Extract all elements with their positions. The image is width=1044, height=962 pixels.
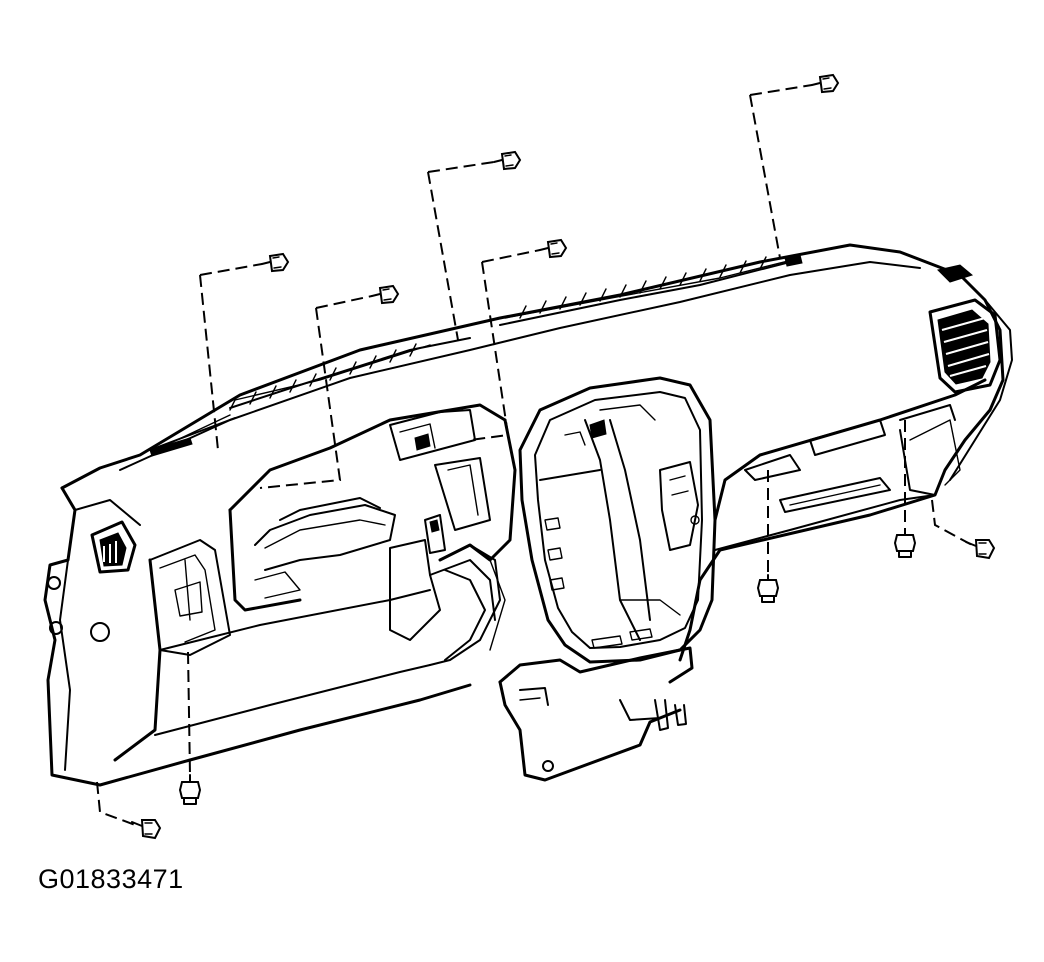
leader-lines <box>96 84 973 827</box>
bolt-center-vertical <box>756 574 780 603</box>
center-stack-opening <box>518 376 717 664</box>
bolt-top-4 <box>539 238 568 259</box>
figure-id-label: G01833471 <box>38 864 184 894</box>
bolt-top-1 <box>261 252 290 273</box>
bolt-left-vertical <box>178 774 202 805</box>
bolt-top-5 <box>811 73 840 94</box>
lower-center-bracket <box>498 646 694 782</box>
right-air-vent <box>928 298 1002 394</box>
bolt-right-side <box>965 539 996 560</box>
left-side-vent <box>90 520 137 574</box>
bolt-right-vertical <box>893 529 917 558</box>
bolt-top-2 <box>371 284 400 305</box>
glovebox-opening <box>713 378 987 551</box>
instrument-panel <box>43 243 1013 787</box>
bolt-top-3 <box>493 150 522 171</box>
bolt-lower-left <box>131 819 162 840</box>
